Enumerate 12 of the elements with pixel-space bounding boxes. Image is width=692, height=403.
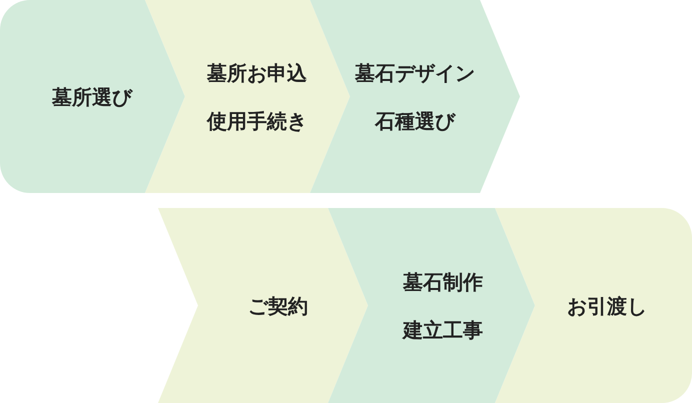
chevron-step <box>310 0 520 193</box>
step-label: 墓所選び <box>50 84 134 110</box>
chevron-step <box>158 208 368 403</box>
step-label: 墓所お申込使用手続き <box>207 60 307 134</box>
step-label: ご契約 <box>247 292 309 320</box>
chevron-step <box>0 0 185 193</box>
chevron-step <box>328 208 535 403</box>
chevron-step <box>495 208 692 403</box>
chevron-step <box>145 0 350 193</box>
step-label: 墓石デザイン石種選び <box>355 60 475 134</box>
step-label: お引渡し <box>566 292 648 320</box>
step-label: 墓石制作建立工事 <box>403 268 483 344</box>
